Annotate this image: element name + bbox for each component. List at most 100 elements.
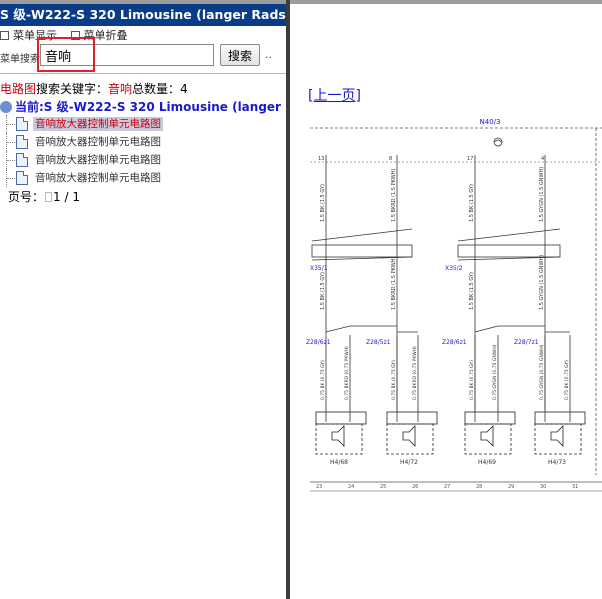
- wires: [325, 155, 571, 422]
- tree-connector: [6, 133, 16, 151]
- menu-options: 菜单显示 菜单折叠: [0, 27, 138, 43]
- splice-lines: [325, 325, 570, 333]
- speaker-label: H4/68: [330, 459, 348, 466]
- result-keyword: 音响: [108, 82, 133, 96]
- speaker-label: H4/69: [478, 459, 496, 466]
- pane-splitter[interactable]: [286, 0, 290, 599]
- divider: [0, 73, 286, 74]
- grid-number: 26: [412, 484, 418, 490]
- tree-item-label[interactable]: 音响放大器控制单元电路图: [33, 117, 163, 131]
- wire-label: 1.5 BKRD (1.5 PKWH): [391, 169, 397, 222]
- splice-label: Z28/6z1: [442, 339, 467, 346]
- vehicle-node-icon: [0, 101, 12, 113]
- top-border: [0, 0, 286, 4]
- speakers: [315, 411, 586, 455]
- tree-connector: [6, 115, 16, 133]
- connector-label: X35/2: [445, 265, 463, 272]
- grid-number: 24: [348, 484, 354, 490]
- wire-label: 1.5 BK (1.5 GY): [320, 184, 326, 222]
- speaker-label: H4/73: [548, 459, 566, 466]
- result-category: 电路图: [0, 82, 37, 96]
- wire-label: 1.5 BK (1.5 GY): [469, 184, 475, 222]
- grid-number: 31: [572, 484, 578, 490]
- vehicle-title: S 级-W222-S 320 Limousine (langer Radstan…: [0, 4, 286, 26]
- menu-collapse-label: 菜单折叠: [83, 29, 128, 42]
- wire-label: 1.5 GYGN (1.5 GNWH): [539, 167, 545, 222]
- grid-number: 30: [540, 484, 546, 490]
- grid-number: 28: [476, 484, 482, 490]
- connector-block: [311, 228, 561, 261]
- speaker-labels: H4/68 H4/72 H4/69 H4/73: [330, 459, 566, 466]
- wire-label: 0.75 BKRD (0.75 PKWH): [344, 346, 350, 400]
- wire-labels-lower: 0.75 BK (0.75 GY) 0.75 BKRD (0.75 PKWH) …: [320, 344, 570, 400]
- current-vehicle-node[interactable]: 当前:S 级-W222-S 320 Limousine (langer Ra: [0, 98, 286, 115]
- tree-item-label[interactable]: 音响放大器控制单元电路图: [35, 154, 161, 166]
- pager: 页号： 1 / 1: [8, 188, 80, 205]
- menu-show-option[interactable]: 菜单显示: [0, 27, 57, 43]
- top-pins: 13 8 17 4: [318, 156, 544, 162]
- grid-number: 29: [508, 484, 514, 490]
- search-label: 菜单搜索: [0, 54, 40, 65]
- document-icon: [16, 117, 28, 131]
- menu-show-label: 菜单显示: [13, 29, 57, 42]
- speaker-label: H4/72: [400, 459, 418, 466]
- search-row: 菜单搜索 搜索 ..: [0, 37, 286, 72]
- result-count: 4: [180, 82, 188, 96]
- grid-numbers: 23 24 25 26 27 28 29 30 31: [316, 484, 578, 490]
- pager-current: 1: [53, 190, 61, 204]
- menu-collapse-checkbox[interactable]: [70, 31, 80, 40]
- pager-input-box[interactable]: [45, 192, 53, 202]
- pin-label: 8: [389, 156, 392, 162]
- splice-label: Z28/5z1: [366, 339, 391, 346]
- pin-label: 17: [467, 156, 473, 162]
- module-label: N40/3: [480, 118, 501, 126]
- wire-label: 0.75 GYGN (0.75 GNWH): [539, 344, 545, 400]
- splice-label: Z28/6z1: [306, 339, 331, 346]
- wire-label: 1.5 BKRD (1.5 PKWH): [391, 257, 397, 310]
- ground-symbol: [493, 137, 503, 147]
- grid-number: 25: [380, 484, 386, 490]
- tree-connector: [6, 169, 16, 187]
- search-button[interactable]: 搜索: [220, 44, 260, 66]
- current-vehicle-label: 当前:S 级-W222-S 320 Limousine (langer Ra: [15, 100, 286, 114]
- pager-label: 页号：: [8, 190, 45, 204]
- menu-collapse-option[interactable]: 菜单折叠: [70, 27, 128, 43]
- wire-label: 0.75 BKRD (0.75 PKWH): [412, 346, 418, 400]
- right-pane: [上一页] N40/3 13 8 17 4: [290, 0, 602, 599]
- splice-labels: Z28/6z1 Z28/5z1 Z28/6z1 Z28/7z1: [306, 339, 539, 346]
- search-result-summary: 电路图搜索关键字：音响总数量：4: [0, 80, 188, 97]
- document-icon: [16, 153, 28, 167]
- wire-labels-upper: 1.5 BK (1.5 GY) 1.5 BKRD (1.5 PKWH) 1.5 …: [320, 167, 545, 222]
- pager-total: 1: [72, 190, 80, 204]
- wire-label: 0.75 GYGN (0.75 GNWH): [492, 344, 498, 400]
- search-input[interactable]: [40, 44, 214, 66]
- grid-number: 27: [444, 484, 450, 490]
- wire-label: 0.75 BK (0.75 GY): [320, 360, 326, 400]
- search-more[interactable]: ..: [265, 48, 272, 61]
- pin-label: 13: [318, 156, 324, 162]
- diagram-frame: [310, 127, 602, 492]
- pin-label: 4: [541, 156, 544, 162]
- wire-labels-mid: 1.5 BK (1.5 GY) 1.5 BKRD (1.5 PKWH) 1.5 …: [320, 255, 545, 310]
- menu-show-checkbox[interactable]: [0, 31, 9, 40]
- pager-separator: /: [64, 190, 69, 204]
- connector-label: X35/1: [310, 265, 328, 272]
- tree-connector: [6, 151, 16, 169]
- splice-label: Z28/7z1: [514, 339, 539, 346]
- top-border: [290, 0, 602, 4]
- tree-item-label[interactable]: 音响放大器控制单元电路图: [35, 136, 161, 148]
- wire-label: 0.75 BK (0.75 GY): [564, 360, 570, 400]
- previous-page-link[interactable]: [上一页]: [308, 88, 361, 104]
- keyword-label: 搜索关键字：: [36, 82, 109, 96]
- wire-label: 1.5 BK (1.5 GY): [469, 272, 475, 310]
- wire-label: 0.75 BK (0.75 GY): [469, 360, 475, 400]
- wire-label: 1.5 GYGN (1.5 GNWH): [539, 255, 545, 310]
- tree-item-label[interactable]: 音响放大器控制单元电路图: [35, 172, 161, 184]
- left-pane: S 级-W222-S 320 Limousine (langer Radstan…: [0, 0, 286, 599]
- document-icon: [16, 171, 28, 185]
- wire-label: 0.75 BK (0.75 GY): [391, 360, 397, 400]
- grid-number: 23: [316, 484, 322, 490]
- count-label: 总数量：: [132, 82, 181, 96]
- wire-label: 1.5 BK (1.5 GY): [320, 272, 326, 310]
- wiring-diagram: N40/3 13 8 17 4 1.5: [306, 118, 602, 492]
